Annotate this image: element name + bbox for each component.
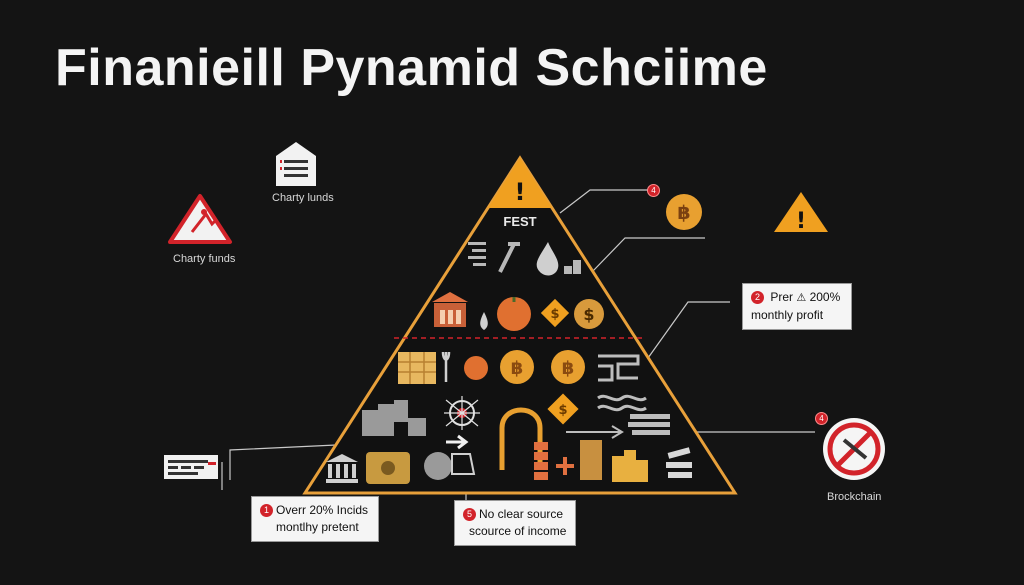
pumpkin-icon [497, 297, 531, 331]
connector-mid [647, 301, 730, 359]
diamond-dollar-icon [540, 298, 570, 328]
cart-icon [451, 453, 476, 475]
blockchain-label: Brockchain [827, 491, 882, 503]
tool-icon [498, 242, 520, 273]
page-title: Finanieill Pynamid Schciime [55, 39, 768, 97]
callout-line-1: 2 Prer ⚠ 200% [751, 289, 843, 307]
fruit-icon [464, 356, 488, 380]
tier-2-icons: $ $ [432, 292, 604, 331]
tier-1-icons [468, 242, 581, 276]
plus-icon [556, 457, 574, 475]
warning-triangle-icon [774, 192, 828, 232]
svg-text:$: $ [550, 307, 559, 322]
svg-text:$: $ [583, 305, 594, 324]
badge-blockchain: 4 [815, 412, 828, 425]
bitcoin-coin-icon [500, 350, 534, 384]
diamond-icon [547, 393, 579, 425]
charity-label-left: Charty funds [173, 253, 236, 265]
water-drop-icon [536, 242, 559, 276]
svg-text:$: $ [558, 403, 567, 418]
connector-lines [221, 189, 815, 506]
bank-icon [326, 454, 358, 483]
connector-top [559, 189, 650, 214]
bank-building-icon [432, 292, 468, 327]
badge-top: 4 [647, 184, 660, 197]
tier-5-icons [326, 434, 692, 484]
bitcoin-coin-icon-2 [551, 350, 585, 384]
callout-badge: 1 [260, 504, 273, 517]
arrow-icon [446, 434, 469, 450]
charity-building-icon [276, 142, 316, 186]
warning-small-icon: ⚠ [796, 292, 807, 304]
connector-upper [591, 237, 705, 273]
gold-bar-tall-icon [580, 440, 602, 480]
stacked-blocks-icon [362, 400, 426, 436]
peak-label: FEST [503, 214, 536, 229]
stacked-boxes-icon [564, 260, 581, 274]
chart-bars-icon [468, 242, 486, 266]
svg-text:!: ! [796, 209, 806, 234]
charity-warning-icon [168, 194, 232, 244]
arch-icon [499, 407, 543, 470]
svg-text:฿: ฿ [677, 202, 690, 224]
dollar-coin-icon [574, 299, 604, 329]
fork-icon [441, 351, 451, 382]
crate-icon [398, 352, 436, 384]
pyramid-peak-warning [488, 158, 552, 208]
connector-left [229, 444, 337, 480]
bitcoin-coin-icon-floating [666, 194, 702, 230]
drop-icon [480, 312, 488, 330]
tier-4-icons: $ [362, 393, 670, 470]
svg-text:฿: ฿ [511, 358, 524, 379]
svg-text:฿: ฿ [562, 358, 575, 379]
tier-3-icons: ฿ ฿ [398, 350, 640, 384]
pipe-icon [598, 354, 640, 382]
brick-stack-icon [534, 442, 548, 480]
callout-line-2: monthly profit [751, 308, 824, 322]
stacked-papers-icon [666, 447, 692, 478]
peak-warning-icon: ! [515, 178, 526, 206]
callout-badge: 2 [751, 291, 764, 304]
card-reader-icon [164, 455, 218, 479]
waves-icon [597, 394, 647, 412]
callout-monthly-profit: 2 Prer ⚠ 200% monthly profit [742, 283, 852, 330]
pot-icon [424, 452, 452, 480]
callout-badge: 5 [463, 508, 476, 521]
gold-coins-stack-icon [612, 450, 648, 482]
blockchain-prohibited-icon [823, 418, 885, 480]
stack-lines-icon [628, 414, 670, 435]
charity-label-top: Charty lunds [272, 192, 334, 204]
arrow-right-icon [566, 425, 624, 439]
